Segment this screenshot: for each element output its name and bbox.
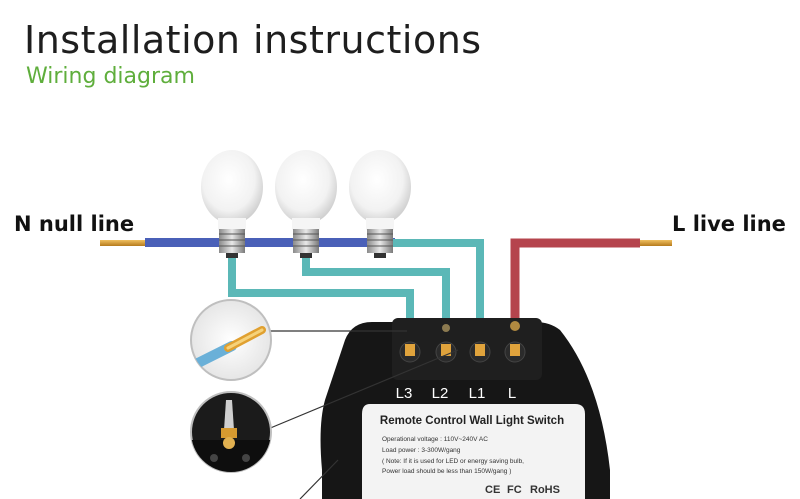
device-label-title: Remote Control Wall Light Switch <box>380 415 564 427</box>
device-spec-line-4: Power load should be less than 150W/gang… <box>382 468 511 475</box>
device-spec-line-2: Load power : 3-300W/gang <box>382 447 461 454</box>
bulb-3 <box>349 150 411 258</box>
cert-ce: CE <box>485 484 500 496</box>
cert-fc: FC <box>507 484 522 496</box>
device-spec-line-3: ( Note: If it is used for LED or energy … <box>382 458 524 465</box>
live-wire <box>510 238 672 348</box>
switch-module <box>320 318 610 499</box>
screw-terminal-detail <box>190 391 272 473</box>
terminal-label-l: L <box>508 385 516 402</box>
load-wire-l2 <box>302 255 450 348</box>
terminal-label-l3: L3 <box>396 385 413 402</box>
live-line-label: L live line <box>672 212 786 236</box>
callout-lines <box>267 330 459 499</box>
neutral-wire <box>100 238 395 247</box>
neutral-line-label: N null line <box>14 212 135 236</box>
page-title: Installation instructions <box>24 18 482 62</box>
bulb-1 <box>201 150 263 258</box>
terminal-holes <box>399 341 526 363</box>
device-spec-line-1: Operational voltage : 110V~240V AC <box>382 436 488 443</box>
stripped-wire-detail <box>190 299 272 381</box>
page-subtitle: Wiring diagram <box>26 64 195 89</box>
terminal-label-l1: L1 <box>469 385 486 402</box>
terminal-label-l2: L2 <box>432 385 449 402</box>
cert-rohs: RoHS <box>530 484 560 496</box>
device-label-sticker <box>362 404 585 499</box>
bulb-2 <box>275 150 337 258</box>
